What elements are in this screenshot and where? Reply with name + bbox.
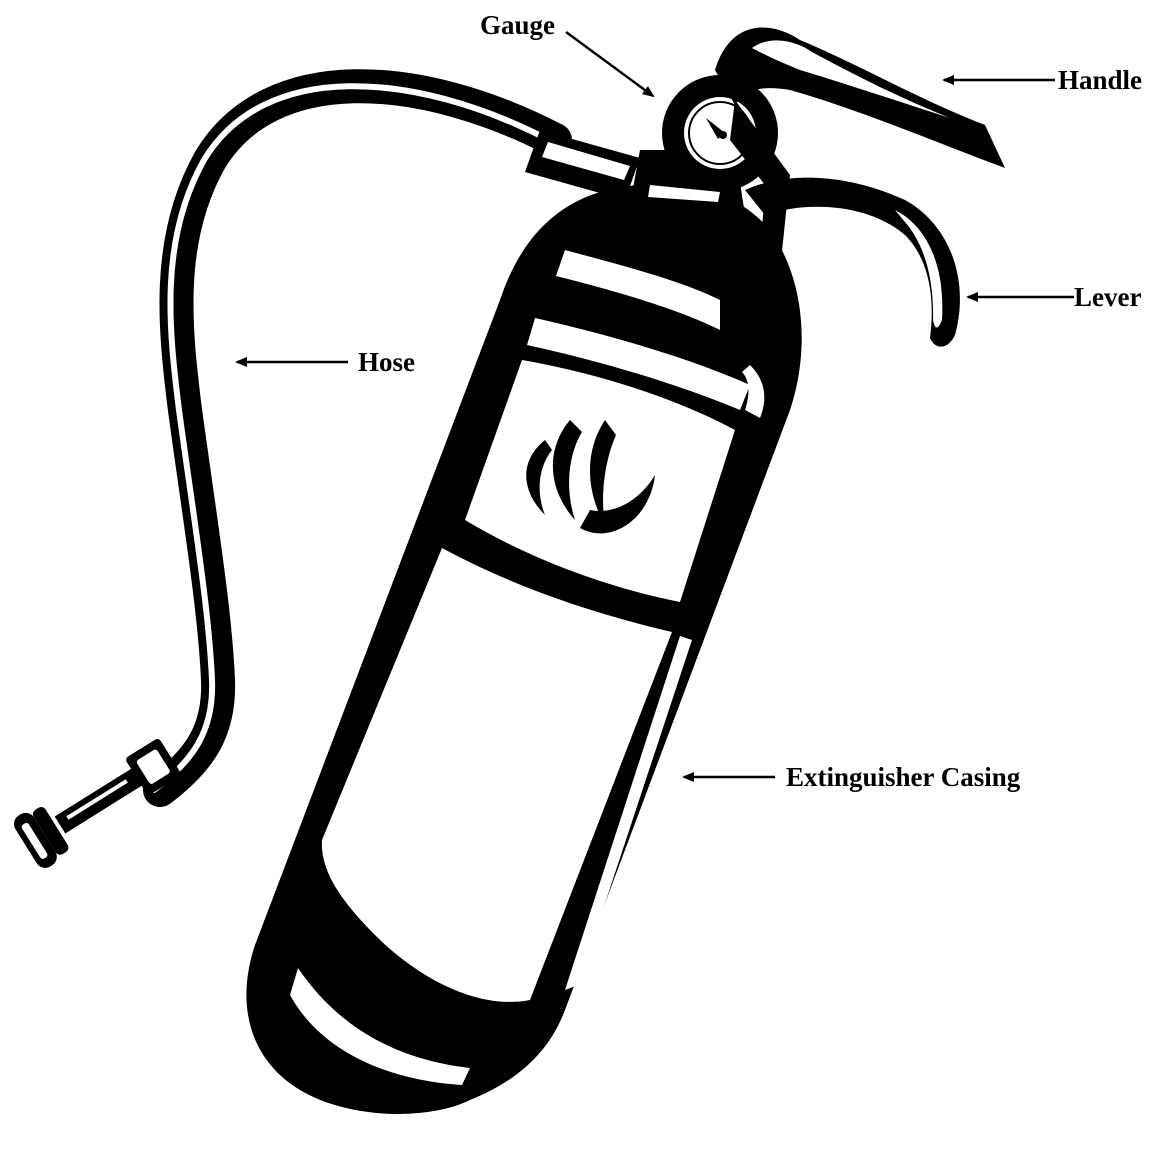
label-handle: Handle [1058, 65, 1142, 95]
label-extinguisher-casing: Extinguisher Casing [786, 762, 1021, 792]
label-gauge: Gauge [480, 10, 555, 40]
extinguisher-casing [246, 185, 801, 1114]
label-hose: Hose [358, 347, 415, 377]
label-lever: Lever [1074, 282, 1141, 312]
gauge-arrow [566, 32, 653, 96]
